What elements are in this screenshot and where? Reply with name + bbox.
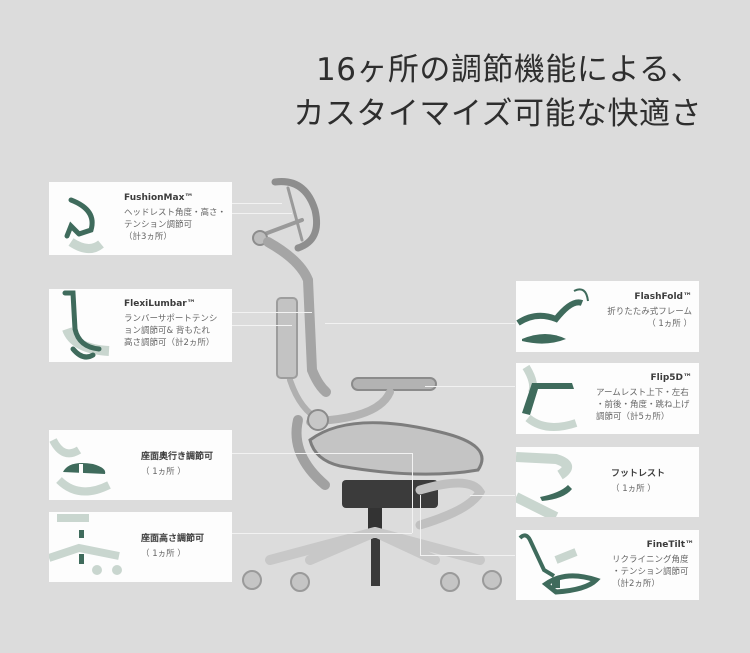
leader-line bbox=[470, 495, 515, 496]
leader-line bbox=[232, 325, 292, 326]
feature-card-flashfold: FlashFold™ 折りたたみ式フレーム （ 1ヵ所 ） bbox=[516, 281, 699, 352]
feature-card-flip5d: Flip5D™ アームレスト上下・左右 ・前後・角度・跳ね上げ 調節可（計5ヵ所… bbox=[516, 363, 699, 434]
leader-line bbox=[232, 533, 412, 534]
feature-desc: （ 1ヵ所 ） bbox=[611, 484, 656, 494]
seat-height-icon bbox=[49, 514, 122, 575]
feature-desc: 高さ調節可（計2ヵ所） bbox=[124, 338, 215, 348]
feature-card-footrest: フットレスト （ 1ヵ所 ） bbox=[516, 447, 699, 517]
feature-title: FushionMax™ bbox=[124, 193, 194, 203]
feature-desc: ョン調節可& 背もたれ bbox=[124, 326, 210, 336]
feature-desc: （ 1ヵ所 ） bbox=[141, 467, 186, 477]
feature-title: Flip5D™ bbox=[650, 373, 693, 383]
feature-title: 座面高さ調節可 bbox=[141, 534, 205, 544]
feature-desc: ・前後・角度・跳ね上げ bbox=[596, 400, 690, 410]
feature-desc: （計2ヵ所） bbox=[612, 579, 660, 589]
headline: 16ヶ所の調節機能による、 カスタイマイズ可能な快適さ bbox=[293, 48, 702, 136]
leader-line bbox=[232, 203, 282, 204]
feature-desc: 調節可（計5ヵ所） bbox=[596, 412, 670, 422]
lumbar-icon bbox=[62, 290, 110, 360]
headline-line-1: 16ヶ所の調節機能による、 bbox=[315, 52, 702, 88]
feature-desc: アームレスト上下・左右 bbox=[596, 388, 689, 398]
feature-title: 座面奥行き調節可 bbox=[141, 452, 214, 462]
armrest-icon bbox=[522, 364, 578, 431]
feature-desc: （ 1ヵ所 ） bbox=[141, 549, 186, 559]
leader-line bbox=[420, 495, 421, 555]
fold-frame-icon bbox=[516, 288, 589, 344]
feature-desc: （計3ヵ所） bbox=[124, 232, 172, 242]
feature-title: FlashFold™ bbox=[634, 292, 692, 302]
feature-title: FlexiLumbar™ bbox=[124, 299, 196, 309]
chair-illustration bbox=[242, 178, 502, 592]
leader-line bbox=[420, 555, 515, 556]
tilt-icon bbox=[518, 533, 601, 595]
feature-desc: （ 1ヵ所 ） bbox=[647, 319, 692, 329]
feature-card-flexilumbar: FlexiLumbar™ ランバーサポートテンシ ョン調節可& 背もたれ 高さ調… bbox=[49, 289, 232, 362]
feature-title: FineTilt™ bbox=[646, 540, 694, 550]
leader-line bbox=[425, 386, 515, 387]
leader-line bbox=[412, 453, 413, 533]
feature-card-seat-depth: 座面奥行き調節可 （ 1ヵ所 ） bbox=[49, 430, 232, 500]
footrest-icon bbox=[516, 452, 572, 517]
feature-desc: 折りたたみ式フレーム bbox=[607, 307, 692, 317]
feature-desc: ・テンション調節可 bbox=[612, 567, 689, 577]
headrest-icon bbox=[64, 197, 104, 253]
feature-card-finetilt: FineTilt™ リクライニング角度 ・テンション調節可 （計2ヵ所） bbox=[516, 530, 699, 600]
leader-line bbox=[325, 323, 515, 324]
leader-line bbox=[232, 312, 312, 313]
feature-desc: リクライニング角度 bbox=[612, 555, 689, 565]
feature-desc: ランバーサポートテンシ bbox=[124, 314, 218, 324]
headline-line-2: カスタイマイズ可能な快適さ bbox=[293, 96, 702, 132]
seat-depth-icon bbox=[49, 438, 111, 496]
feature-title: フットレスト bbox=[611, 469, 666, 479]
feature-desc: テンション調節可 bbox=[124, 220, 193, 230]
leader-line bbox=[232, 453, 412, 454]
feature-card-fushionmax: FushionMax™ ヘッドレスト角度・高さ・ テンション調節可 （計3ヵ所） bbox=[49, 182, 232, 255]
feature-desc: ヘッドレスト角度・高さ・ bbox=[124, 208, 227, 218]
feature-card-seat-height: 座面高さ調節可 （ 1ヵ所 ） bbox=[49, 512, 232, 582]
leader-line bbox=[232, 213, 292, 214]
